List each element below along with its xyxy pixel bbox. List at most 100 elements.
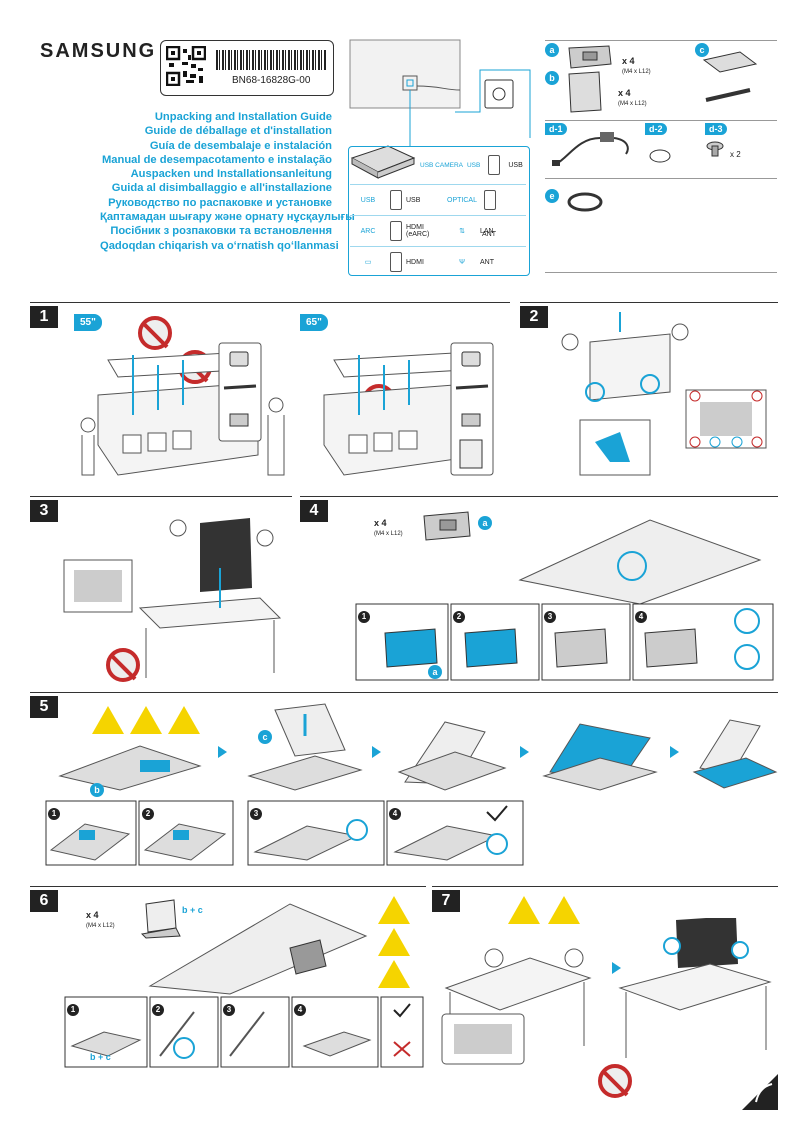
usb-camera-label: USB CAMERA [420, 161, 463, 169]
screw-a-qty: x 4 [622, 56, 635, 66]
accessory-a: a [545, 40, 559, 58]
divider [30, 692, 778, 693]
lan-icon: ⇅ [459, 228, 465, 235]
divider [30, 496, 292, 497]
title-de: Auspacken und Installationsanleitung [130, 168, 332, 181]
title-uk: Посібник з розпаковки та встановлення [110, 225, 332, 238]
screw-b-qty: x 4 [618, 88, 631, 98]
accessory-e-letter: e [545, 189, 559, 203]
divider [545, 272, 777, 273]
step-5-part-c: c [258, 727, 272, 745]
divider [30, 886, 426, 887]
title-uz: Qadoqdan chiqarish va oʻrnatish qoʻllanm… [100, 239, 339, 252]
step-6-screw: x 4 (M4 x L12) [86, 910, 115, 929]
step-6-substeps [64, 996, 424, 1068]
accessory-d1-tag: d-1 [545, 123, 567, 135]
accessory-a-letter: a [545, 43, 559, 57]
warning-icon [508, 896, 540, 924]
one-connect-box-icon [350, 145, 416, 179]
hdmi-port-icon [390, 221, 402, 241]
screw-b-spec: (M4 x L12) [618, 101, 647, 107]
accessory-d3-tag: d-3 [705, 123, 727, 135]
connector-row: ▭ HDMI Ψ ANT [350, 246, 526, 277]
cable-tie-e-icon [567, 192, 603, 212]
size-55-badge: 55" [74, 314, 102, 331]
cables-d-icon [552, 132, 671, 166]
divider [545, 120, 777, 121]
label-box [160, 40, 334, 96]
step-4-substeps [355, 603, 774, 681]
warning-icon [378, 928, 410, 956]
hdmi-cable-icon: ▭ [364, 259, 372, 266]
step-5-substeps-a [45, 800, 234, 866]
usb-port-icon [488, 155, 501, 175]
connector-panel [348, 146, 530, 276]
step-6-screw-qty: x 4 [86, 910, 99, 920]
step-3-number: 3 [30, 500, 58, 522]
accessory-b-letter: b [545, 71, 559, 85]
accessory-c: c [695, 40, 709, 58]
brand-logo: SAMSUNG [40, 40, 157, 62]
warning-icon [92, 706, 124, 734]
bracket-a-icon [568, 45, 612, 69]
step-2-number: 2 [520, 306, 548, 328]
next-arrow-icon [520, 746, 529, 758]
step-5-part-b: b [90, 780, 104, 798]
unpacking-55-illustration [80, 352, 285, 476]
usb-icon-label: USB [360, 196, 376, 204]
substep-4: 4 [389, 803, 401, 821]
divider [545, 178, 777, 179]
tv-face-down-illustration [518, 519, 762, 605]
substep-part-a: a [428, 662, 442, 680]
guide-titles: Unpacking and Installation Guide Guide d… [100, 110, 355, 253]
warning-icon [378, 960, 410, 988]
substep-4: 4 [635, 606, 647, 624]
title-fr: Guide de déballage et d'installation [144, 125, 332, 138]
divider [545, 40, 777, 41]
screw-d3-icon [706, 141, 724, 157]
ant-text: ANT [482, 231, 496, 238]
stand-c-icon [702, 51, 758, 102]
connector-label: HDMI [406, 258, 424, 266]
step-7-number: 7 [432, 890, 460, 912]
step-6-sub-parts: b + c [90, 1052, 111, 1062]
stand-final-illustration [692, 719, 778, 789]
accessory-d2-tag: d-2 [645, 123, 667, 135]
barcode [216, 50, 326, 70]
step-4-screw-qty: x 4 [374, 518, 387, 528]
unpacking-65-illustration [323, 352, 485, 476]
attach-stand-to-tv-illustration [148, 903, 368, 995]
connector-top-row: USB CAMERA USB USB [420, 148, 526, 182]
part-a-letter: a [478, 516, 492, 530]
connector-label: HDMI (eARC) [406, 224, 430, 238]
step-5-number: 5 [30, 696, 58, 718]
place-tv-on-table-illustration [63, 518, 282, 678]
substep-2: 2 [152, 999, 164, 1017]
size-65-badge: 65" [300, 314, 328, 331]
lan-label: LAN [480, 227, 494, 235]
divider [520, 302, 778, 303]
warning-icon [130, 706, 162, 734]
stand-assembled-illustration [397, 721, 507, 791]
usb-port-icon [390, 190, 402, 210]
substep-2: 2 [142, 803, 154, 821]
substep-3: 3 [223, 999, 235, 1017]
screw-a-spec: (M4 x L12) [622, 69, 651, 75]
usb-port-label: USB [508, 161, 523, 169]
screw-d3-qty: x 2 [730, 150, 741, 159]
no-knife-icon [138, 316, 172, 350]
substep-3: 3 [250, 803, 262, 821]
bracket-a-icon [423, 511, 471, 541]
next-arrow-icon [372, 746, 381, 758]
page-turn-icon [742, 1074, 778, 1110]
accessory-b: b [545, 68, 559, 86]
accessory-e: e [545, 186, 559, 204]
hdmi-port-icon [390, 252, 402, 272]
substep-1: 1 [67, 999, 79, 1017]
attach-stand-illustration [247, 703, 363, 791]
antenna-icon: Ψ [459, 258, 465, 266]
step-1-number: 1 [30, 306, 58, 328]
step-4-number: 4 [300, 500, 328, 522]
substep-4: 4 [294, 999, 306, 1017]
step-4-screw: x 4 (M4 x L12) [374, 518, 403, 537]
